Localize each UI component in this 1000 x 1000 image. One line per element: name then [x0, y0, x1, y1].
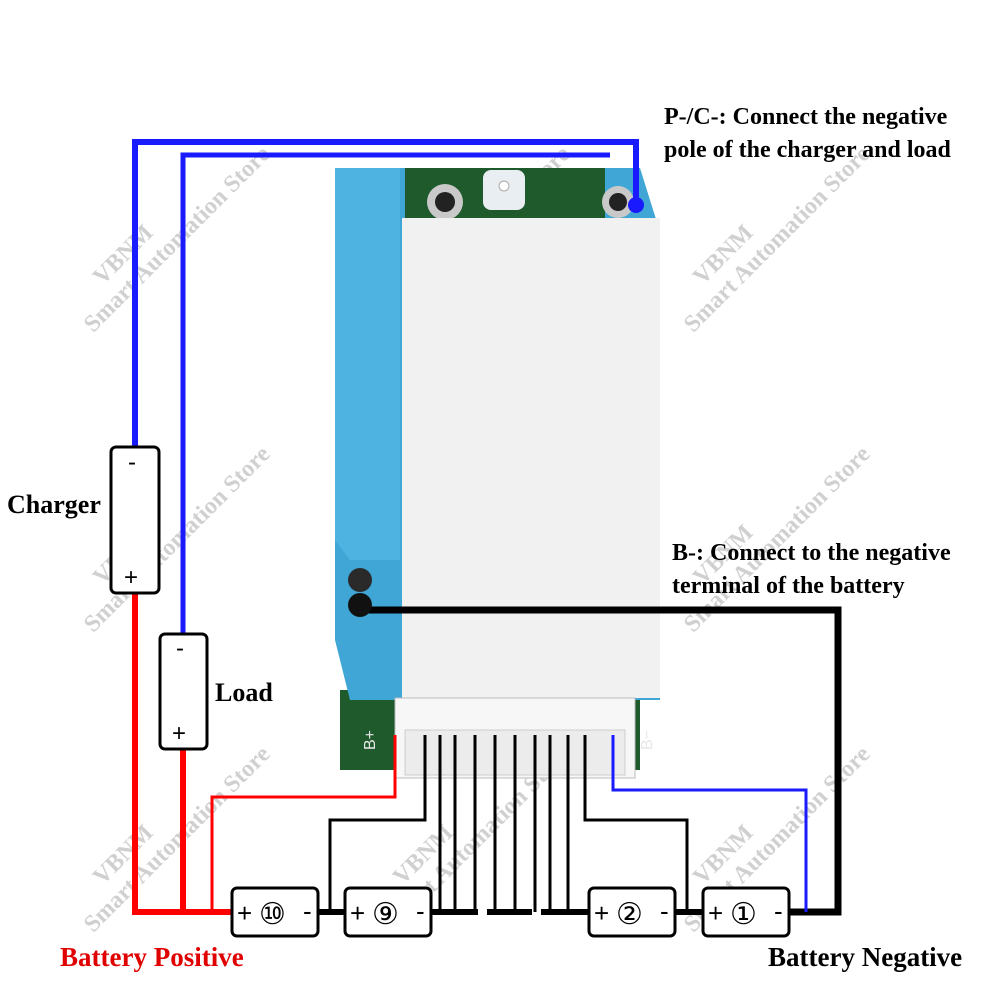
pc-terminal [628, 197, 644, 213]
bminus-terminal [348, 593, 372, 617]
battery-positive-label: Battery Positive [60, 942, 244, 972]
svg-text:-: - [660, 896, 669, 926]
svg-text:②: ② [616, 898, 643, 931]
load-neg-mark: - [176, 635, 184, 662]
svg-text:-: - [416, 896, 425, 926]
svg-text:①: ① [730, 898, 757, 931]
charger-neg-mark: - [128, 449, 136, 476]
cell-10: + ⑩ - [230, 886, 320, 938]
pc-label-line1: P-/C-: Connect the negative [664, 104, 948, 130]
svg-text:-: - [774, 896, 783, 926]
b-minus-silk: B− [639, 730, 656, 750]
b-plus-silk: B+ [362, 730, 379, 750]
cell-2: + ② - [587, 886, 677, 938]
svg-text:+: + [350, 898, 365, 928]
svg-text:-: - [303, 896, 312, 926]
product-label [402, 218, 660, 698]
load-label: Load [215, 678, 273, 707]
positive-wires-red [132, 590, 397, 915]
battery-neg-wire [355, 606, 842, 916]
negative-wires-blue [132, 139, 639, 638]
charger-pos-wire [132, 590, 232, 915]
svg-text:+: + [594, 898, 609, 928]
bms-board: B+ B− [335, 168, 660, 779]
screw-hole [348, 568, 372, 592]
cell-1: + ① - [701, 886, 791, 938]
svg-text:+: + [237, 898, 252, 928]
charger-label: Charger [7, 490, 101, 519]
bminus-label-line1: B-: Connect to the negative [672, 540, 951, 566]
charger-pos-mark: + [124, 564, 138, 591]
battery-cells: + ⑩ - + ⑨ - + ② - + ① - [230, 886, 791, 938]
balance-b-minus-wire [611, 735, 808, 912]
svg-text:+: + [708, 898, 723, 928]
battery-negative-label: Battery Negative [768, 942, 963, 972]
svg-text:⑨: ⑨ [372, 898, 399, 931]
svg-text:⑩: ⑩ [259, 898, 286, 931]
bminus-label-line2: terminal of the battery [672, 573, 905, 599]
balance-b-plus-wire [210, 735, 397, 912]
charger-neg-wire [132, 139, 639, 450]
cell-9: + ⑨ - [343, 886, 433, 938]
load-neg-wire [180, 152, 610, 638]
load-pos-mark: + [172, 720, 186, 747]
pc-label-line2: pole of the charger and load [664, 137, 951, 163]
load-symbol: - + [158, 632, 209, 751]
charger-symbol: - + [109, 445, 161, 595]
